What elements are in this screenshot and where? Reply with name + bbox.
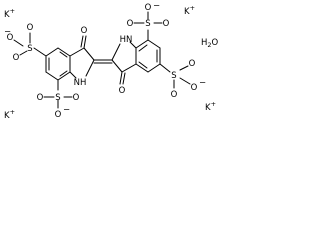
left-carbonyl-o: O [81,26,88,36]
left-carbonyl [80,35,87,49]
right-upper-sulfonate-o3: O [145,3,152,13]
left-lower-sulfur: S [55,93,60,103]
central-double-bond [93,59,113,64]
left-five-ring [69,47,95,79]
right-benzene-ring [135,39,161,73]
right-lower-sulfonate-o3: O [191,83,198,93]
left-lower-sulfonate-minus: − [63,105,70,115]
left-lower-sulfonate [43,79,73,109]
left-upper-sulfonate-o2: O [13,53,20,63]
right-lower-sulfonate-minus: − [199,78,206,88]
right-upper-sulfonate [133,11,163,41]
left-upper-sulfonate [13,32,47,57]
left-lower-sulfonate-o3: O [55,110,62,120]
right-nh-label: HN [120,35,133,45]
water-molecule: H2O [201,38,219,49]
right-upper-sulfonate-minus: − [153,1,160,11]
right-lower-sulfonate-o1: O [171,90,178,100]
potassium-ion-bottom-right: K+ [205,100,216,113]
potassium-ion-top-left: K+ [4,7,15,20]
left-nh-label: NH [74,78,87,88]
right-upper-sulfonate-o1: O [127,19,134,29]
right-lower-sulfur: S [171,71,176,81]
potassium-ion-bottom-left: K+ [4,108,15,121]
left-lower-sulfonate-o1: O [37,93,44,103]
left-upper-sulfur: S [27,44,32,54]
right-lower-sulfonate-o2: O [189,59,196,69]
potassium-ion-top-right: K+ [184,4,195,17]
molecule-structure-diagram: O NH S O O O − S O O O − O HN [4,1,219,121]
right-upper-sulfonate-o2: O [163,19,170,29]
left-upper-sulfonate-minus: − [4,27,11,37]
right-carbonyl [119,71,126,85]
right-carbonyl-o: O [119,86,126,96]
left-lower-sulfonate-o2: O [73,93,80,103]
left-upper-sulfonate-o3: O [7,33,14,43]
left-benzene-ring [45,47,71,81]
right-five-ring [111,41,137,73]
right-lower-sulfonate [159,63,191,89]
left-upper-sulfonate-o1: O [27,23,34,33]
right-upper-sulfur: S [145,19,150,29]
